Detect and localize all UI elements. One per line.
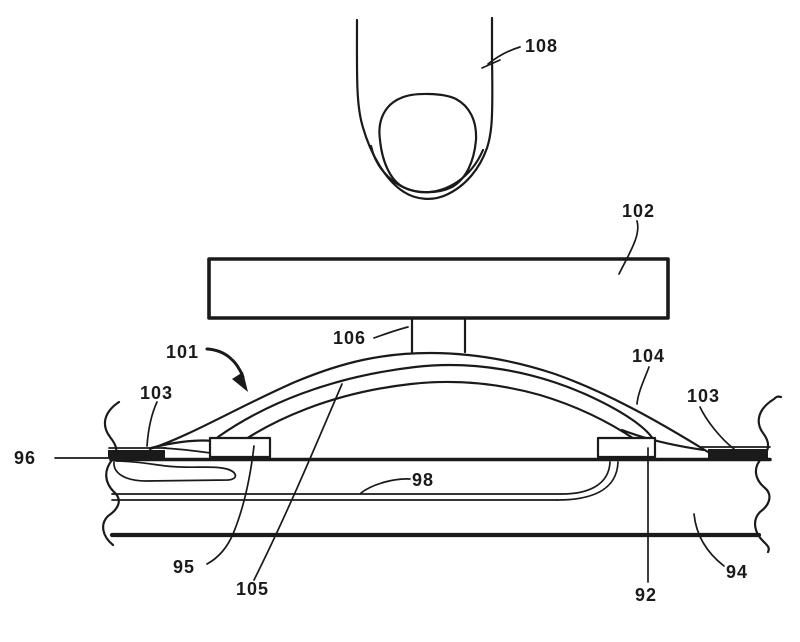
ref-label-103-right: 103 <box>687 386 721 406</box>
fingernail <box>378 92 478 194</box>
dome-membrane <box>148 351 710 454</box>
leader-98 <box>360 478 411 494</box>
ref-label-104: 104 <box>632 346 666 366</box>
ref-label-102: 102 <box>622 201 656 221</box>
keycap <box>207 257 670 320</box>
support-block-right <box>596 436 657 459</box>
leader-105 <box>253 383 343 581</box>
support-block-left <box>208 436 272 459</box>
finger-outline <box>355 16 494 200</box>
leader-103-right <box>699 406 735 450</box>
keycap-stem <box>410 317 467 354</box>
leader-104 <box>636 366 650 405</box>
leader-108 <box>487 46 521 65</box>
leader-lines <box>54 46 735 583</box>
ref-label-103-left: 103 <box>140 383 174 403</box>
ref-label-101: 101 <box>166 342 200 362</box>
conductive-trace <box>111 460 619 501</box>
leader-94 <box>693 513 725 567</box>
leader-101-arrowhead <box>232 372 248 392</box>
ref-label-106: 106 <box>333 328 367 348</box>
ref-label-98: 98 <box>412 470 435 490</box>
leader-103-left <box>146 401 158 447</box>
leader-106 <box>373 326 409 339</box>
leader-95 <box>206 445 255 565</box>
ref-label-94: 94 <box>726 562 749 582</box>
ref-label-105: 105 <box>236 579 270 599</box>
leader-101-arrow <box>205 347 245 379</box>
break-line-right <box>754 395 783 554</box>
ref-label-95: 95 <box>173 557 196 577</box>
contact-pad-right <box>700 446 771 459</box>
dome-hatched-layer <box>216 363 655 449</box>
ref-label-108: 108 <box>525 36 559 56</box>
ref-label-92: 92 <box>635 585 658 605</box>
leader-102 <box>618 220 639 275</box>
ref-label-96: 96 <box>14 448 37 468</box>
contact-pad-left <box>108 447 167 458</box>
break-line-left <box>102 400 121 547</box>
base-plate <box>109 457 772 538</box>
leader-108-tick <box>481 59 501 69</box>
